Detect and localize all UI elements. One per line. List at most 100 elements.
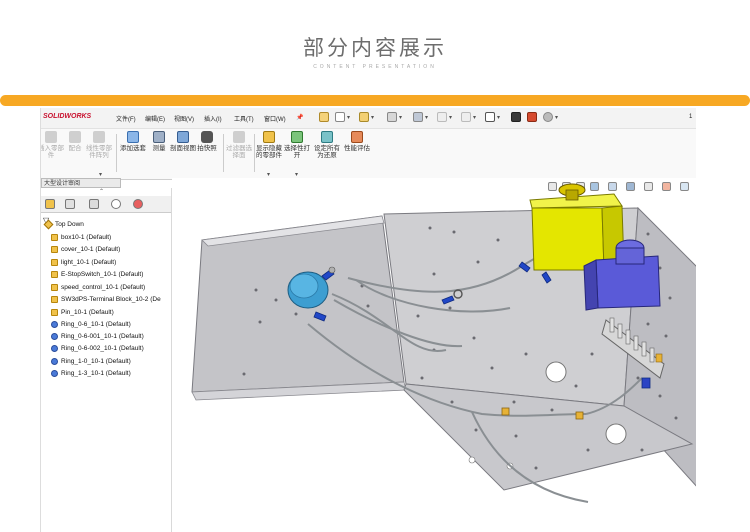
tree-item[interactable]: Ring_1-0_10-1 (Default) — [51, 357, 131, 367]
graphics-viewport[interactable] — [172, 178, 696, 532]
menu-file[interactable]: 文件(F) — [116, 117, 136, 123]
slide-title: 部分内容展示 — [303, 36, 447, 60]
page-marker: 1 — [689, 114, 693, 120]
mate-icon — [69, 131, 81, 143]
tree-item[interactable]: SW3dPS-Terminal Block_10-2 (De — [51, 295, 161, 305]
print-icon[interactable] — [413, 112, 423, 122]
speed-control-knob-body — [615, 247, 645, 265]
selective-open-button[interactable]: 选择性打开 — [283, 131, 311, 175]
solidworks-window: SOLIDWORKS 文件(F) 编辑(E) 视图(V) 插入(I) 工具(T)… — [40, 108, 696, 532]
ring-part-icon — [51, 320, 58, 328]
configuration-icon[interactable] — [89, 199, 99, 209]
measure-icon — [153, 131, 165, 143]
panel-expand-icon[interactable]: ⌃ — [99, 189, 105, 195]
tree-item[interactable]: Ring_0-6_10-1 (Default) — [51, 320, 131, 330]
tree-item[interactable]: Pin_10-1 (Default) — [51, 308, 114, 318]
assembly-model — [191, 183, 696, 503]
insert-component-button[interactable]: 插入零部件 — [41, 131, 65, 175]
round-actuator-face — [289, 273, 319, 299]
hide-show-icon[interactable] — [644, 182, 653, 191]
menu-window[interactable]: 窗口(W) — [264, 117, 286, 123]
resolve-icon — [321, 131, 333, 143]
panel-tabs — [41, 196, 171, 213]
undo-icon[interactable] — [437, 112, 447, 122]
home-icon[interactable] — [319, 112, 329, 122]
menu-tools[interactable]: 工具(T) — [234, 117, 254, 123]
open-icon[interactable] — [359, 112, 369, 122]
menu-bar: SOLIDWORKS 文件(F) 编辑(E) 视图(V) 插入(I) 工具(T)… — [41, 108, 696, 128]
menu-insert[interactable]: 插入(I) — [204, 117, 222, 123]
floor-plate[interactable] — [403, 383, 694, 491]
pin[interactable] — [641, 377, 651, 389]
filter-icon — [233, 131, 245, 143]
tree-item[interactable]: Ring_0-6-001_10-1 (Default) — [51, 332, 144, 342]
floor-hole — [605, 423, 627, 445]
add-icon — [127, 131, 139, 143]
assembly-icon — [43, 219, 54, 230]
performance-eval-button[interactable]: 性能评估 — [343, 131, 371, 175]
part-icon — [51, 295, 58, 303]
performance-icon — [351, 131, 363, 143]
floor-hole — [545, 361, 567, 383]
target-icon[interactable] — [111, 199, 121, 209]
tree-item[interactable]: Ring_1-3_10-1 (Default) — [51, 369, 131, 379]
select-icon[interactable] — [485, 112, 495, 122]
part-icon — [51, 308, 58, 316]
tree-item[interactable]: box10-1 (Default) — [51, 233, 111, 243]
ring-part-icon — [51, 357, 58, 365]
feature-manager-icon[interactable] — [45, 199, 55, 209]
tree-item[interactable]: light_10-1 (Default) — [51, 258, 116, 268]
tree-item[interactable]: speed_control_10-1 (Default) — [51, 283, 145, 293]
mate-button[interactable]: 配合 — [61, 131, 89, 175]
display-style-icon[interactable] — [626, 182, 635, 191]
property-manager-icon[interactable] — [65, 199, 75, 209]
cable-connector[interactable] — [575, 411, 584, 420]
part-icon — [51, 283, 58, 291]
part-icon — [51, 245, 58, 253]
section-icon[interactable] — [590, 182, 599, 191]
ring-part-icon — [51, 369, 58, 377]
snapshot-button[interactable]: 拍快照 — [193, 131, 221, 175]
measure-button[interactable]: 测量 — [145, 131, 173, 175]
tree-item[interactable]: Ring_0-6-002_10-1 (Default) — [51, 344, 144, 354]
section-view-button[interactable]: 剖面视图 — [169, 131, 197, 175]
estop-box-front[interactable] — [531, 207, 605, 271]
floor-hole — [468, 456, 476, 464]
section-view-icon — [177, 131, 189, 143]
filter-faces-button[interactable]: 过滤器选择面 — [225, 131, 253, 175]
terminal-block[interactable] — [601, 317, 665, 379]
command-manager: 插入零部件 配合 线性零部件阵列 添加选套 测量 剖面视图 拍快照 — [41, 128, 696, 180]
part-icon — [51, 270, 58, 278]
estop-neck — [565, 189, 579, 201]
tree-item[interactable]: E-StopSwitch_10-1 (Default) — [51, 270, 143, 280]
camera-icon — [201, 131, 213, 143]
redo-icon[interactable] — [461, 112, 471, 122]
menu-edit[interactable]: 编辑(E) — [145, 117, 165, 123]
tree-root[interactable]: Top Down — [43, 219, 84, 230]
menu-view[interactable]: 视图(V) — [174, 117, 194, 123]
gear-icon[interactable] — [543, 112, 553, 122]
large-design-review-tab[interactable]: 大型设计审阅 — [41, 178, 121, 188]
scene-icon[interactable] — [680, 182, 689, 191]
tree-item[interactable]: cover_10-1 (Default) — [51, 245, 120, 255]
view-orientation-icon[interactable] — [608, 182, 617, 191]
traffic-light-icon[interactable] — [511, 112, 521, 122]
edit-appearance-icon[interactable] — [662, 182, 671, 191]
new-file-icon[interactable] — [335, 112, 345, 122]
part-icon — [51, 233, 58, 241]
accent-bar — [0, 95, 750, 106]
options-icon[interactable] — [527, 112, 537, 122]
set-resolved-button[interactable]: 设定所有为还原 — [313, 131, 341, 175]
save-icon[interactable] — [387, 112, 397, 122]
linear-pattern-button[interactable]: 线性零部件阵列 — [85, 131, 113, 175]
cable-connector[interactable] — [501, 407, 510, 416]
pin-icon[interactable]: 📌 — [296, 115, 304, 121]
add-selection-button[interactable]: 添加选套 — [119, 131, 147, 175]
show-hidden-icon — [263, 131, 275, 143]
appearance-icon[interactable] — [133, 199, 143, 209]
rivet-holes — [242, 226, 678, 470]
show-hidden-button[interactable]: 显示隐藏的零部件 — [255, 131, 283, 175]
speed-control-side — [583, 259, 599, 311]
zoom-fit-icon[interactable] — [548, 182, 557, 191]
slide-subtitle: CONTENT PRESENTATION — [313, 64, 437, 70]
